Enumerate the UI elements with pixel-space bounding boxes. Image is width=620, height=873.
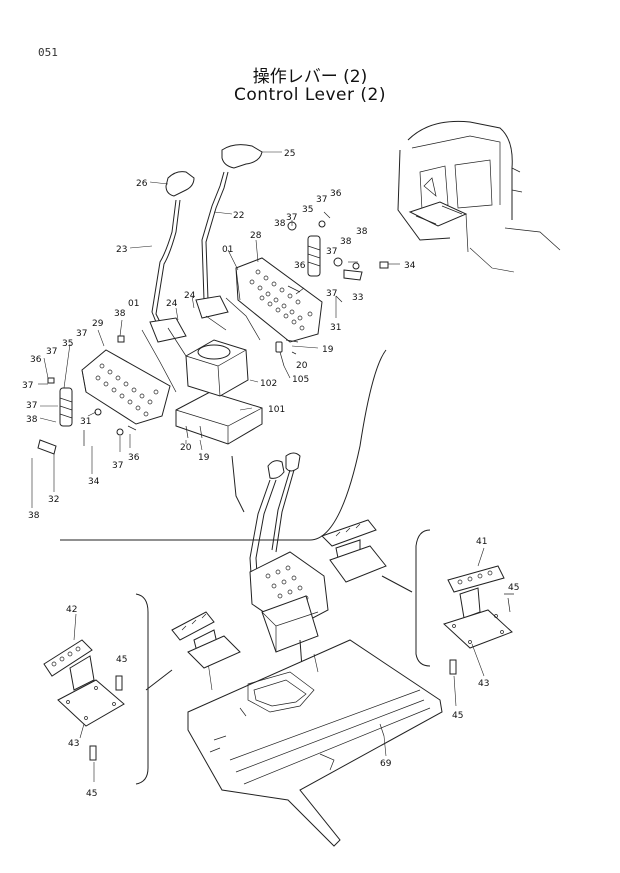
callout-43: 43 xyxy=(68,739,79,749)
left-pedal-plate xyxy=(81,349,171,425)
left-control-lever xyxy=(149,171,195,343)
page-title-japanese: 操作レバー (2) xyxy=(252,67,368,87)
callout-26: 26 xyxy=(136,179,148,189)
callout-45: 45 xyxy=(508,583,519,593)
callout-45: 45 xyxy=(116,655,127,665)
detail-pedal-right xyxy=(415,529,514,707)
cab-illustration xyxy=(397,120,561,273)
callout-23: 23 xyxy=(116,245,127,255)
page-title-english: Control Lever (2) xyxy=(234,85,386,105)
callout-37: 37 xyxy=(22,381,33,391)
right-pedal-plate xyxy=(235,257,323,343)
callout-01: 01 xyxy=(128,299,139,309)
right-control-lever xyxy=(195,144,263,319)
page-number: 051 xyxy=(38,46,58,59)
floor-plate xyxy=(187,639,443,847)
callout-43: 43 xyxy=(478,679,489,689)
callout-37: 37 xyxy=(76,329,87,339)
callout-35: 35 xyxy=(302,205,313,215)
callout-22: 22 xyxy=(233,211,244,221)
damper-springs xyxy=(59,235,321,427)
callout-36: 36 xyxy=(330,189,342,199)
callout-labels-upper: 25 26 22 23 01 28 38 37 35 37 36 38 37 3… xyxy=(22,149,416,521)
callout-35: 35 xyxy=(62,339,73,349)
callout-42: 42 xyxy=(66,605,77,615)
callout-37: 37 xyxy=(326,247,337,257)
callout-37: 37 xyxy=(26,401,37,411)
callout-105: 105 xyxy=(292,375,309,385)
callout-36: 36 xyxy=(128,453,140,463)
callout-19: 19 xyxy=(322,345,334,355)
callout-25: 25 xyxy=(284,149,295,159)
callout-29: 29 xyxy=(92,319,104,329)
callout-34: 34 xyxy=(404,261,416,271)
callout-24: 24 xyxy=(166,299,178,309)
callout-37: 37 xyxy=(326,289,337,299)
callout-24: 24 xyxy=(184,291,196,301)
callout-37: 37 xyxy=(46,347,57,357)
callout-36: 36 xyxy=(30,355,42,365)
callout-41: 41 xyxy=(476,537,487,547)
callout-01: 01 xyxy=(222,245,233,255)
callout-20: 20 xyxy=(296,361,308,371)
callout-101: 101 xyxy=(268,405,285,415)
callout-37: 37 xyxy=(286,213,297,223)
callout-69: 69 xyxy=(380,759,392,769)
callout-20: 20 xyxy=(180,443,192,453)
callout-38: 38 xyxy=(26,415,38,425)
callout-45: 45 xyxy=(86,789,97,799)
main-control-assembly xyxy=(249,452,329,683)
callout-31: 31 xyxy=(80,417,91,427)
callout-38: 38 xyxy=(28,511,40,521)
callout-102: 102 xyxy=(260,379,277,389)
callout-33: 33 xyxy=(352,293,363,303)
callout-38: 38 xyxy=(274,219,286,229)
upper-group-bracket xyxy=(60,349,387,541)
detail-pedal-left xyxy=(43,593,149,785)
callout-37: 37 xyxy=(112,461,123,471)
pilot-valve-base xyxy=(141,297,263,445)
callout-38: 38 xyxy=(356,227,368,237)
callout-28: 28 xyxy=(250,231,262,241)
callout-36: 36 xyxy=(294,261,306,271)
bolts-and-nuts xyxy=(37,211,389,455)
callout-leader-lines xyxy=(31,151,400,508)
callout-45: 45 xyxy=(452,711,463,721)
callout-19: 19 xyxy=(198,453,210,463)
callout-38: 38 xyxy=(114,309,126,319)
center-pedal-left xyxy=(145,611,241,691)
callout-31: 31 xyxy=(330,323,341,333)
callout-32: 32 xyxy=(48,495,59,505)
callout-38: 38 xyxy=(340,237,352,247)
callout-37: 37 xyxy=(316,195,327,205)
callout-34: 34 xyxy=(88,477,100,487)
center-pedal-right xyxy=(321,519,413,593)
